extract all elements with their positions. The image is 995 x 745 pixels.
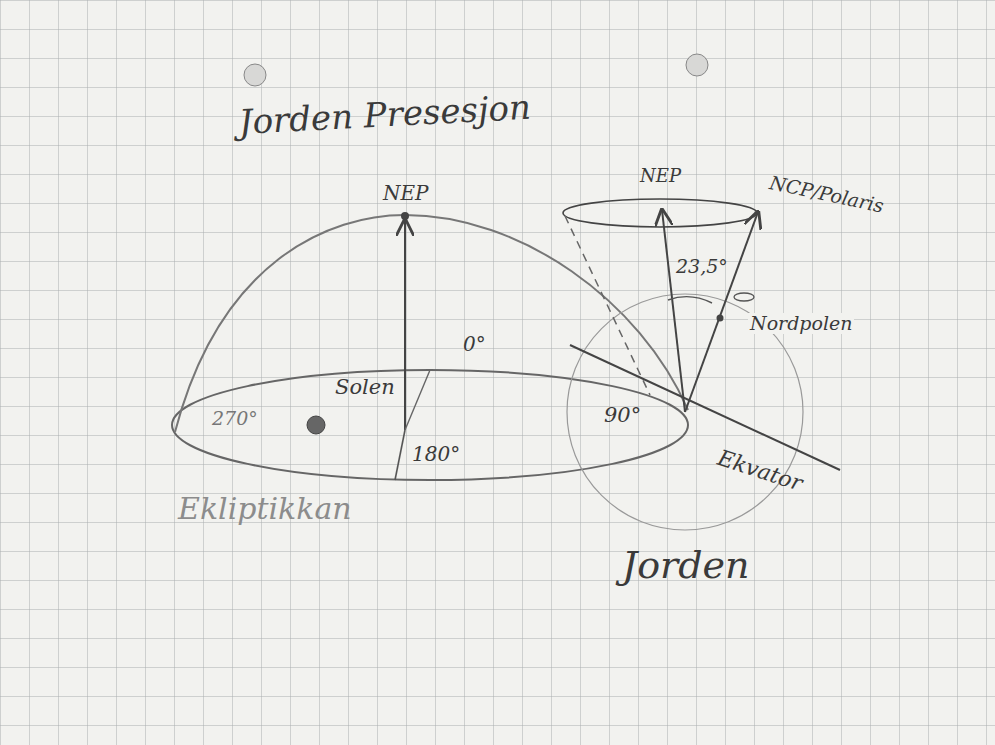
angle-label: 180° xyxy=(412,443,460,465)
radius-line xyxy=(395,430,405,480)
sun-label: Solen xyxy=(335,376,395,399)
equator-line xyxy=(570,345,840,470)
punch-hole xyxy=(244,64,266,86)
nep-arrow xyxy=(404,220,406,430)
cone-side xyxy=(565,216,650,395)
nep-axis xyxy=(662,210,685,412)
angle-arc xyxy=(668,297,712,303)
punch-hole xyxy=(686,54,708,76)
earth-axis xyxy=(685,212,758,412)
pole-label: NEP xyxy=(383,182,429,204)
angle-label: 270° xyxy=(212,408,258,429)
ecliptic-ellipse xyxy=(172,370,688,480)
earth-label: Jorden xyxy=(622,545,750,587)
angle-label: 90° xyxy=(604,404,641,427)
nep-dot xyxy=(401,212,409,220)
pole-label: NEP xyxy=(640,166,681,186)
dome-arc xyxy=(175,215,688,432)
sun-dot xyxy=(307,416,325,434)
pole-label: Nordpolen xyxy=(748,313,854,334)
radius-line xyxy=(405,370,430,430)
ecliptic-label: Ekliptikkan xyxy=(178,492,352,525)
angle-label: 23,5° xyxy=(676,256,728,277)
north-pole-dot xyxy=(717,315,724,322)
angle-label: 0° xyxy=(463,333,486,355)
precession-cone xyxy=(563,199,757,227)
rotation-symbol xyxy=(734,293,754,301)
